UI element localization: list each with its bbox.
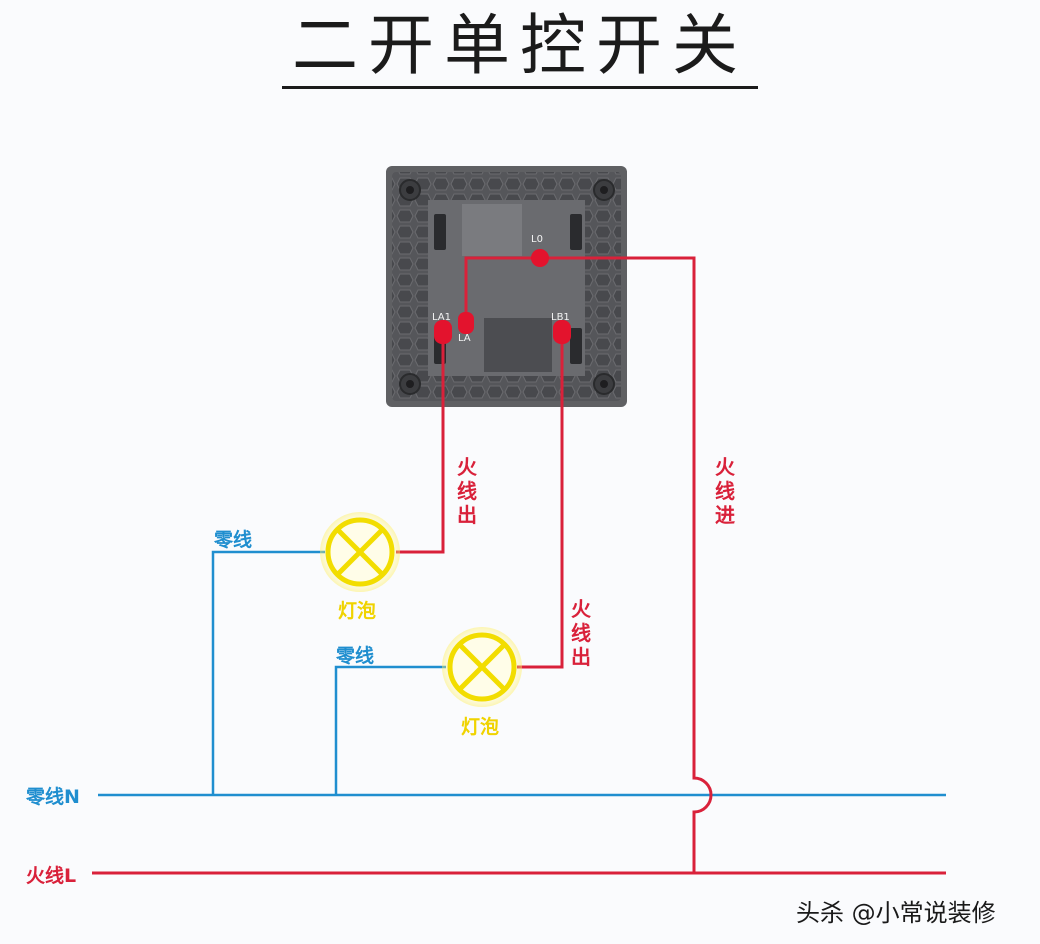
common-jumper — [464, 256, 540, 320]
diagram-title: 二开单控开关 — [292, 7, 748, 84]
switch-module — [386, 166, 627, 407]
live-wires — [92, 256, 946, 875]
terminal-slot — [570, 214, 582, 250]
screw-hole — [406, 380, 414, 388]
terminal-dots — [434, 249, 571, 344]
terminal-label-lb1: LB1 — [551, 312, 570, 323]
neutral-wires — [98, 550, 946, 797]
label-neutral-1: 零线 — [214, 529, 253, 551]
terminal-slot — [434, 214, 446, 250]
watermark: 头杀 @小常说装修 — [796, 899, 996, 927]
label-neutral-main: 零线N — [26, 786, 80, 808]
terminal-housing — [462, 204, 522, 256]
terminal-label-la1: LA1 — [432, 312, 452, 323]
screw-hole — [600, 380, 608, 388]
live-out-wire-2 — [517, 330, 564, 669]
label-bulb-1: 灯泡 — [338, 600, 377, 622]
neutral-branch-1 — [211, 550, 325, 795]
title-underline — [282, 86, 758, 89]
lamp-cross — [457, 642, 507, 692]
terminal-la1 — [434, 320, 452, 344]
label-live-out-1: 火线出 — [457, 455, 477, 527]
bulb-2 — [442, 627, 522, 707]
label-bulb-2: 灯泡 — [461, 716, 500, 738]
bulb-1 — [320, 512, 400, 592]
terminal-la — [458, 312, 474, 334]
lamp-cross — [335, 527, 385, 577]
terminal-label-la: LA — [458, 333, 471, 344]
terminal-l-common — [531, 249, 549, 267]
terminal-slot — [570, 328, 582, 364]
label-neutral-2: 零线 — [336, 645, 375, 667]
label-live-in: 火线进 — [715, 455, 735, 527]
label-live-out-2: 火线出 — [571, 597, 591, 669]
live-in-wire — [540, 256, 713, 873]
screw-hole — [406, 186, 414, 194]
neutral-branch-2 — [334, 665, 446, 795]
terminal-lb1 — [553, 320, 571, 344]
live-out-wire-1 — [396, 330, 445, 554]
center-window — [484, 318, 552, 372]
terminal-label-l0: L0 — [531, 234, 543, 245]
label-live-main: 火线L — [26, 865, 77, 887]
screw-hole — [600, 186, 608, 194]
